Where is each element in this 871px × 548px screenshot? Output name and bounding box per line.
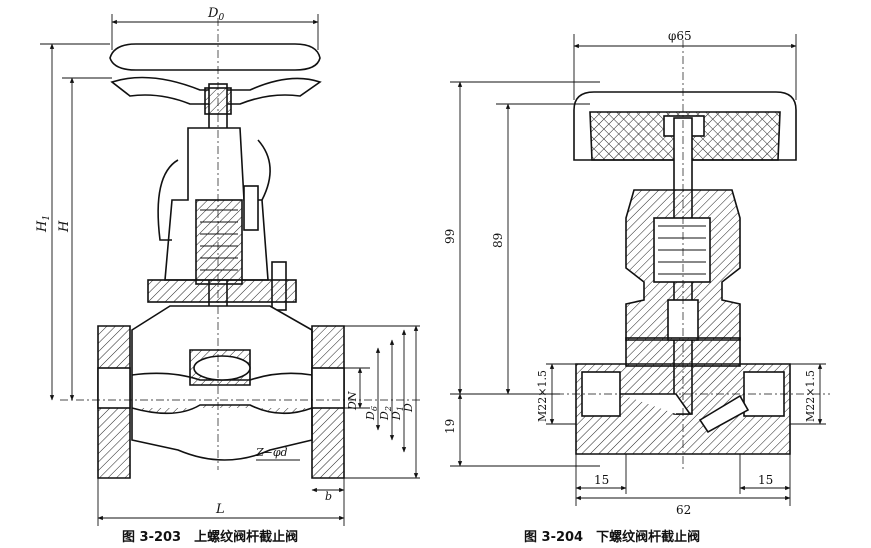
caption-left: 图 3-203 上螺纹阀杆截止阀 (122, 530, 299, 545)
label-d6: D6 (364, 406, 379, 421)
label-m22-left: M22×1.5 (536, 370, 549, 422)
label-b: b (325, 490, 332, 503)
bonnet-flange (147, 279, 297, 303)
right-dimensions (450, 34, 826, 506)
label-d: D (402, 403, 415, 413)
left-dimensions (40, 14, 420, 526)
right-valve-drawing (540, 40, 830, 470)
handwheel-rim (109, 43, 321, 71)
label-dn: DN (346, 391, 359, 411)
label-89: 89 (491, 233, 505, 248)
label-phi65: φ65 (668, 29, 692, 43)
label-d1: D1 (390, 406, 405, 421)
caption-right: 图 3-204 下螺纹阀杆截止阀 (524, 530, 701, 545)
valve-disc (193, 355, 251, 381)
label-h: H (57, 220, 72, 233)
label-bolt: Z−φd (255, 446, 288, 459)
left-valve-drawing (60, 18, 420, 479)
label-d2: D2 (378, 406, 393, 421)
label-l: L (215, 502, 225, 517)
label-62: 62 (676, 503, 691, 517)
label-m22-right: M22×1.5 (804, 370, 817, 422)
label-15-right: 15 (758, 473, 773, 487)
label-99: 99 (443, 229, 457, 244)
label-19: 19 (443, 419, 457, 434)
label-d0: D0 (207, 6, 224, 23)
label-h1: H1 (35, 215, 52, 233)
label-15-left: 15 (594, 473, 609, 487)
